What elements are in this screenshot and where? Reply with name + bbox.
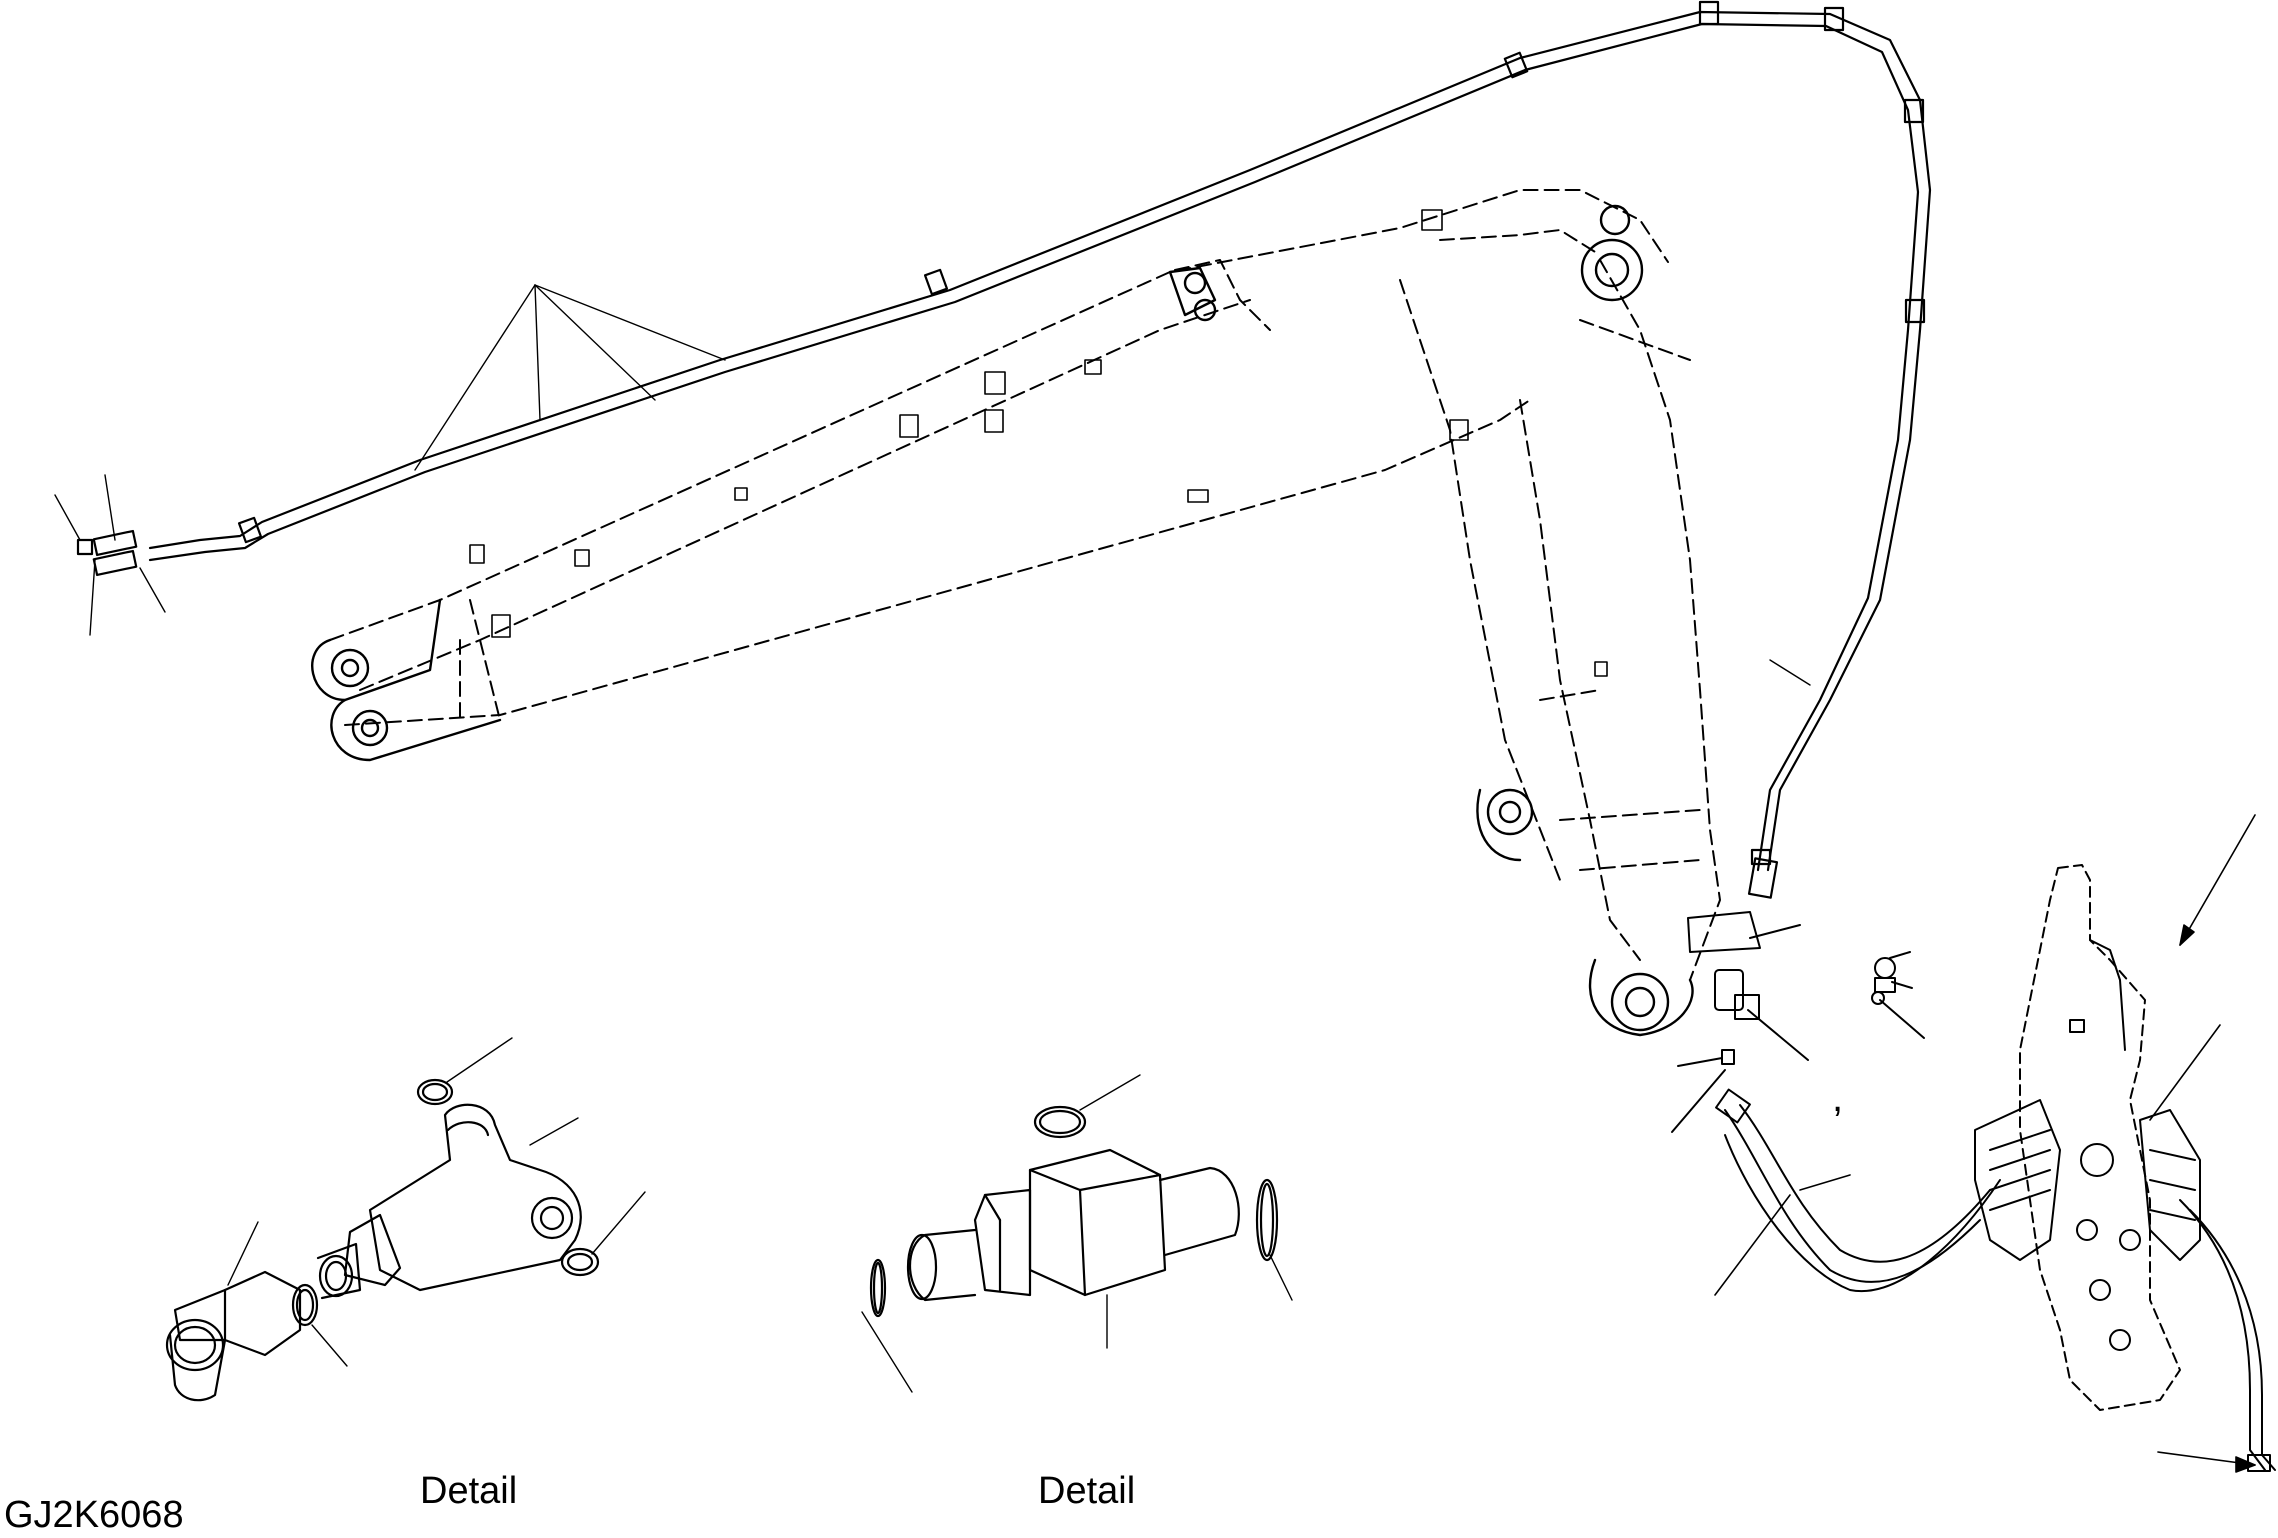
valve-bracket-assembly <box>1715 864 2276 1472</box>
drawing-code-label: GJ2K6068 <box>4 1494 184 1536</box>
leader-lines-valve <box>1714 814 2256 1473</box>
leader-lines-boom <box>54 284 1811 686</box>
boom-clamp-blocks <box>469 209 1608 677</box>
hydraulic-pipe-line <box>76 0 1932 899</box>
detail-label-right: Detail <box>1038 1470 1136 1512</box>
detail-straight-fitting <box>869 1105 1279 1318</box>
boom-arm-outline <box>329 189 1721 981</box>
boom-pin-lugs <box>311 204 1694 1037</box>
detail-label-left: Detail <box>420 1470 518 1512</box>
fittings-cluster <box>1671 911 1925 1133</box>
stray-mark: , <box>1832 1076 1844 1120</box>
detail-elbow-fitting <box>165 1078 600 1402</box>
detail-2-leaders <box>861 1074 1293 1393</box>
detail-1-leaders <box>227 1037 646 1367</box>
